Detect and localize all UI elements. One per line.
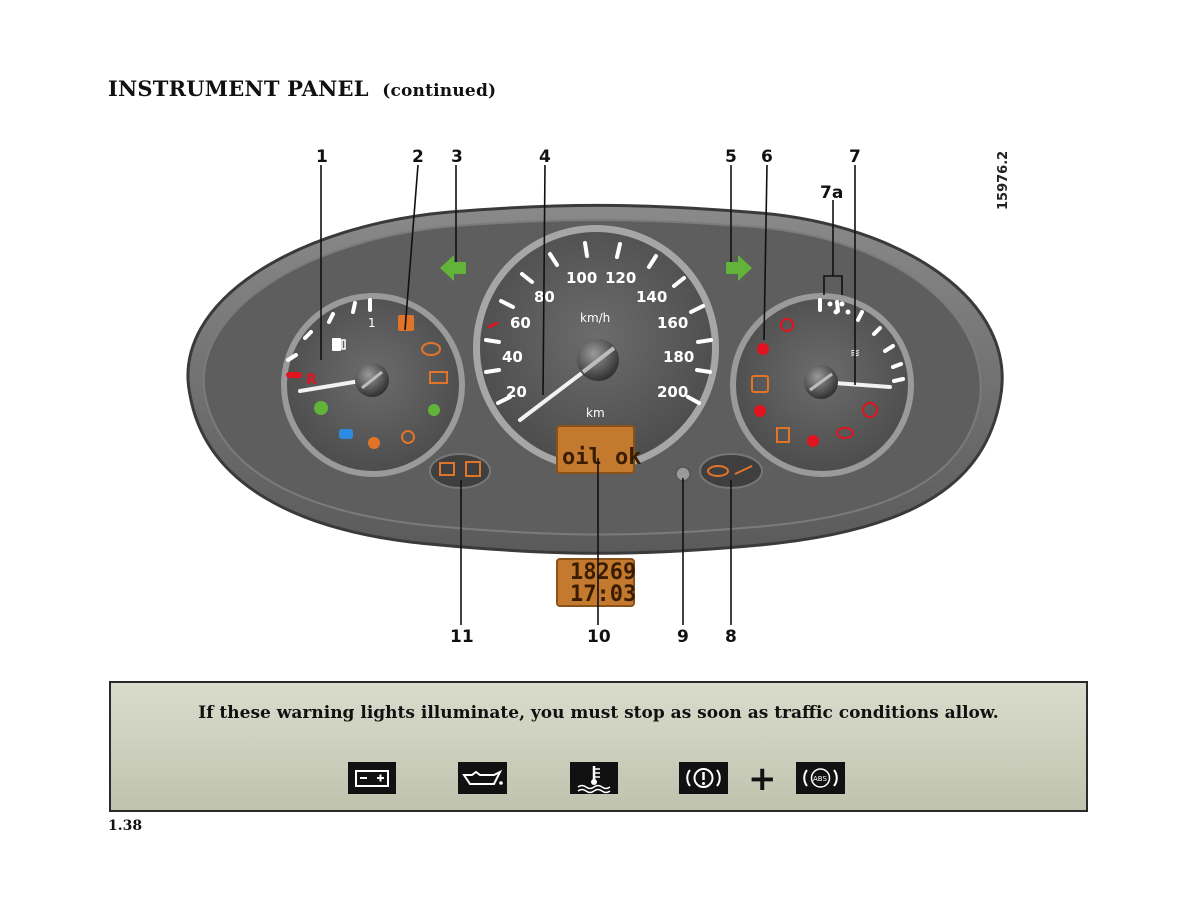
speed-tick-20: 20 (506, 383, 527, 401)
speed-tick-180: 180 (663, 348, 694, 366)
inset-line1: 18269 (570, 560, 636, 585)
warning-text: If these warning lights illuminate, you … (198, 703, 999, 723)
callout-1: 1 (316, 147, 328, 167)
rear-demist-icon (429, 371, 448, 384)
callout-3: 3 (451, 147, 463, 167)
temperature-gauge: ≋ (730, 293, 914, 477)
speed-tick-140: 140 (636, 288, 667, 306)
right-turn-arrow (726, 255, 752, 281)
callout-8: 8 (725, 627, 737, 647)
door-open-icon (776, 427, 790, 443)
speed-tick-120: 120 (605, 269, 636, 287)
inset-line2: 17:03 (570, 582, 636, 607)
callout-4: 4 (539, 147, 551, 167)
abs-icon: ABS (796, 762, 845, 794)
battery-icon (348, 762, 396, 794)
airbag-icon (368, 437, 380, 449)
lower-left-indicator (429, 453, 491, 489)
passenger-airbag-icon (754, 405, 766, 417)
speed-tick-160: 160 (657, 314, 688, 332)
warning-icons: + ABS (348, 759, 845, 799)
fuel-gauge: 1 R (281, 293, 465, 477)
callout-11: 11 (450, 627, 474, 647)
title-text: INSTRUMENT PANEL (108, 76, 369, 101)
left-turn-arrow (440, 255, 466, 281)
speed-tick-200: 200 (657, 383, 688, 401)
speed-unit: km/h (580, 311, 610, 325)
seatbelt-warning-icon (780, 318, 794, 332)
airbag-fault-icon (807, 435, 819, 447)
title-subtitle: (continued) (382, 81, 497, 101)
oil-level-icon (751, 375, 769, 393)
plus-sign: + (748, 759, 777, 799)
engine-check-icon (421, 342, 441, 356)
warning-box: If these warning lights illuminate, you … (109, 681, 1088, 812)
side-light-icon (314, 401, 328, 415)
fuel-pump-icon (332, 338, 346, 351)
brake-icon (679, 762, 728, 794)
brake-fault-icon (862, 402, 878, 418)
fuel-gauge-ticks (286, 298, 372, 362)
rear-fog-icon (401, 430, 415, 444)
odometer-unit: km (586, 406, 605, 420)
speedometer-ticks (484, 241, 713, 405)
abs-label: ABS (813, 775, 827, 783)
speed-tick-60: 60 (510, 314, 531, 332)
speed-limit-mark (487, 321, 499, 329)
oil-pressure-icon (458, 762, 507, 794)
stop-warning-icon (757, 343, 769, 355)
speedo-display (556, 425, 635, 474)
callout-2: 2 (412, 147, 424, 167)
callout-10: 10 (587, 627, 611, 647)
fuel-reserve-label: R (306, 372, 317, 388)
coolant-temperature-icon (570, 762, 618, 794)
main-beam-icon (339, 429, 353, 439)
callout-9: 9 (677, 627, 689, 647)
fuel-full-label: 1 (368, 316, 376, 330)
figure-code: 15976.2 (996, 151, 1011, 210)
callout-5: 5 (725, 147, 737, 167)
temperature-gauge-ticks (818, 298, 905, 383)
page-number: 1.38 (108, 818, 143, 834)
service-icon (836, 427, 854, 439)
speed-tick-100: 100 (566, 269, 597, 287)
level-dots (827, 301, 851, 315)
speed-tick-40: 40 (502, 348, 523, 366)
speedometer: 20 40 60 80 100 120 140 160 180 200 km/h… (473, 225, 719, 474)
instrument-panel-illustration: 1 R (186, 147, 1011, 647)
callout-6: 6 (761, 147, 773, 167)
fog-light-front-icon (428, 404, 440, 416)
callout-lines (320, 164, 856, 625)
inset-display: 18269 17:03 (556, 558, 636, 607)
page-title: INSTRUMENT PANEL (continued) (108, 76, 496, 101)
callout-7a: 7a (820, 183, 843, 203)
speedo-display-text: oil ok (562, 445, 641, 470)
callout-7: 7 (849, 147, 861, 167)
